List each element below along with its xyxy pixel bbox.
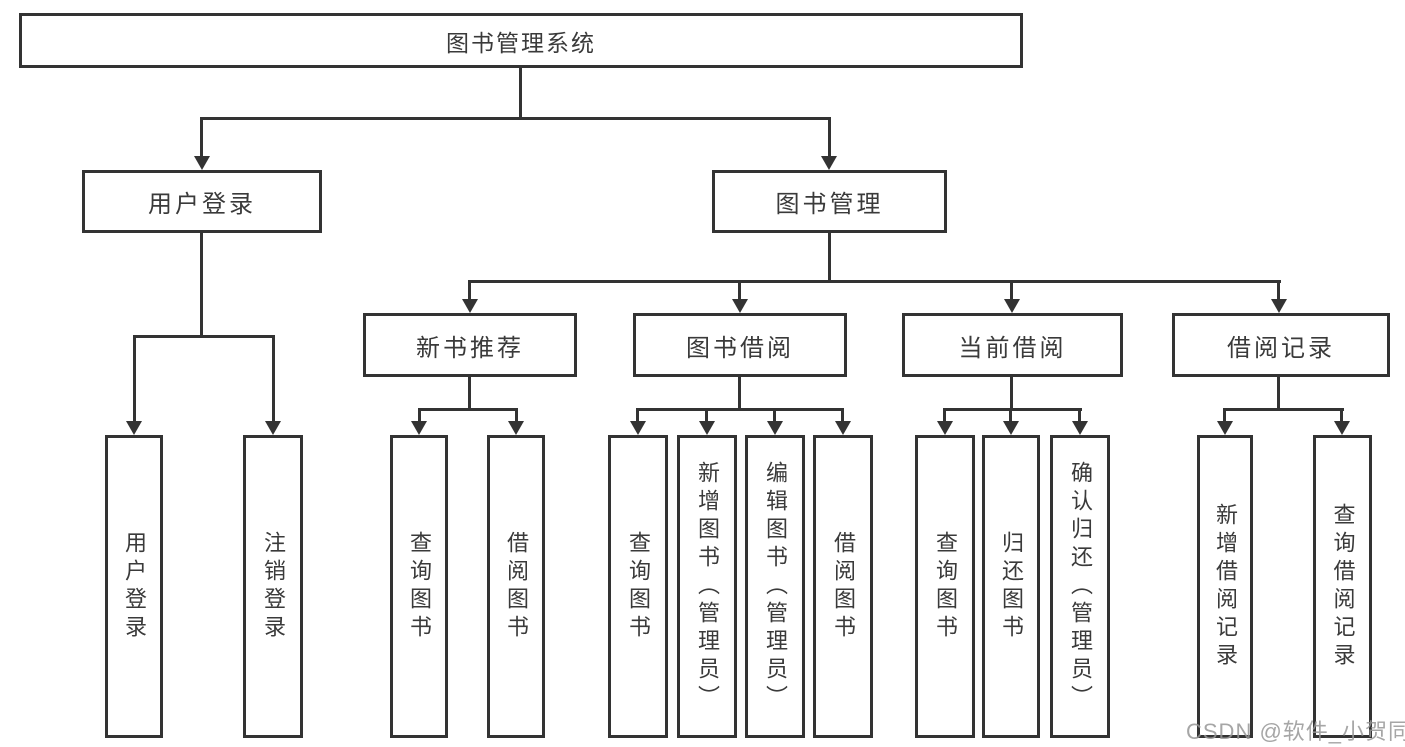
leaf-query-books: 查询图书 [390, 435, 448, 738]
arrowhead-icon [1334, 421, 1350, 435]
connector-line [1010, 377, 1013, 408]
connector-line [200, 117, 203, 157]
arrowhead-icon [265, 421, 281, 435]
connector-line [1277, 280, 1280, 300]
arrowhead-icon [630, 421, 646, 435]
leaf-add-borrow-record: 新增借阅记录 [1197, 435, 1253, 738]
arrowhead-icon [699, 421, 715, 435]
connector-line [1340, 408, 1343, 422]
connector-line [943, 408, 946, 422]
connector-line [738, 377, 741, 408]
connector-line [1223, 408, 1344, 411]
arrowhead-icon [821, 156, 837, 170]
connector-line [738, 280, 741, 300]
connector-line [1010, 280, 1013, 300]
node-library-system: 图书管理系统 [19, 13, 1023, 68]
leaf-return-books: 归还图书 [982, 435, 1040, 738]
connector-line [519, 68, 522, 117]
leaf-query-books: 查询图书 [915, 435, 975, 738]
node-book-management: 图书管理 [712, 170, 947, 233]
node-user-login: 用户登录 [82, 170, 322, 233]
connector-line [133, 335, 275, 338]
arrowhead-icon [508, 421, 524, 435]
connector-line [272, 335, 275, 422]
arrowhead-icon [462, 299, 478, 313]
arrowhead-icon [732, 299, 748, 313]
connector-line [636, 408, 844, 411]
csdn-watermark: CSDN @软件_小贺同学 [1186, 719, 1405, 744]
connector-line [943, 408, 1082, 411]
node-current-borrow: 当前借阅 [902, 313, 1123, 377]
arrowhead-icon [1072, 421, 1088, 435]
arrowhead-icon [1003, 421, 1019, 435]
arrowhead-icon [126, 421, 142, 435]
leaf-borrow-books: 借阅图书 [813, 435, 873, 738]
connector-line [418, 408, 518, 411]
leaf-borrow-books: 借阅图书 [487, 435, 545, 738]
connector-line [1009, 408, 1012, 422]
connector-line [773, 408, 776, 422]
connector-line [469, 280, 1281, 283]
arrowhead-icon [937, 421, 953, 435]
connector-line [828, 233, 831, 280]
arrowhead-icon [835, 421, 851, 435]
node-book-borrow: 图书借阅 [633, 313, 847, 377]
node-borrow-records: 借阅记录 [1172, 313, 1390, 377]
leaf-add-books-admin: 新增图书（管理员） [677, 435, 737, 738]
leaf-user-login: 用户登录 [105, 435, 163, 738]
connector-line [1078, 408, 1081, 422]
connector-line [636, 408, 639, 422]
connector-line [705, 408, 708, 422]
arrowhead-icon [1217, 421, 1233, 435]
arrowhead-icon [1004, 299, 1020, 313]
connector-line [841, 408, 844, 422]
leaf-edit-books-admin: 编辑图书（管理员） [745, 435, 805, 738]
arrowhead-icon [1271, 299, 1287, 313]
node-new-book-recommend: 新书推荐 [363, 313, 577, 377]
connector-line [1277, 377, 1280, 408]
leaf-query-books: 查询图书 [608, 435, 668, 738]
connector-line [200, 117, 831, 120]
connector-line [468, 280, 471, 300]
arrowhead-icon [411, 421, 427, 435]
leaf-query-borrow-record: 查询借阅记录 [1313, 435, 1372, 738]
leaf-confirm-return-admin: 确认归还（管理员） [1050, 435, 1110, 738]
arrowhead-icon [194, 156, 210, 170]
connector-line [1223, 408, 1226, 422]
connector-line [515, 408, 518, 422]
leaf-logout: 注销登录 [243, 435, 303, 738]
connector-line [828, 117, 831, 157]
connector-line [418, 408, 421, 422]
connector-line [200, 233, 203, 335]
arrowhead-icon [767, 421, 783, 435]
connector-line [133, 335, 136, 422]
connector-line [468, 377, 471, 408]
